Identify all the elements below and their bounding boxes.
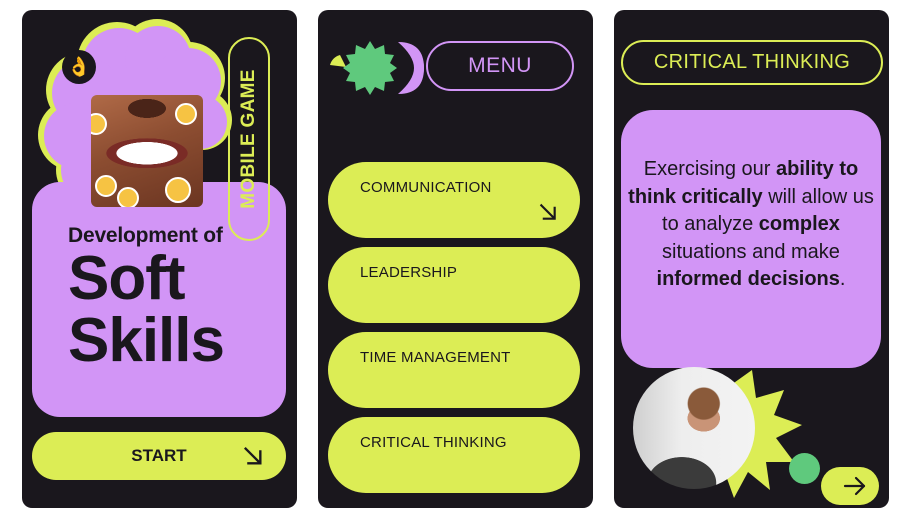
topic-title: CRITICAL THINKING	[653, 51, 851, 73]
emoji-sticker	[165, 177, 191, 203]
quote-part: situations and make	[662, 240, 840, 263]
title-line-2: Skills	[68, 306, 225, 375]
quote-text: Exercising our ability to think critical…	[621, 156, 881, 294]
menu-title: MENU	[468, 54, 532, 77]
title-line-1: Soft	[68, 244, 186, 313]
menu-item-label: LEADERSHIP	[360, 264, 458, 281]
quote-part: .	[839, 268, 846, 290]
smiling-face-photo	[91, 95, 203, 207]
menu-screen: MENU COMMUNICATION LEADERSHIP TIME MANAG…	[318, 10, 593, 508]
green-starburst-icon	[343, 41, 397, 95]
quote-emphasis: complex	[758, 213, 840, 235]
quote-emphasis: informed decisions	[656, 268, 840, 290]
emoji-sticker	[91, 113, 107, 135]
subtitle: Development of	[68, 224, 223, 247]
person-photo	[633, 367, 755, 489]
green-dot-decoration	[789, 453, 820, 484]
start-button[interactable]: START	[32, 432, 286, 480]
topic-header: CRITICAL THINKING	[621, 40, 883, 85]
ok-hand-icon: 👌	[67, 56, 91, 78]
menu-item-label: CRITICAL THINKING	[360, 434, 507, 451]
menu-item-label: TIME MANAGEMENT	[360, 349, 511, 366]
arrow-right-icon	[843, 476, 866, 496]
menu-header: MENU	[426, 41, 574, 91]
mobile-game-label: MOBILE GAME	[238, 69, 259, 209]
start-label: START	[131, 446, 187, 465]
intro-screen: 👌 MOBILE GAME Development of Soft Skills…	[22, 10, 297, 508]
page-title: Soft Skills	[68, 244, 225, 375]
quote-part: Exercising our	[643, 158, 777, 180]
menu-item-time-management[interactable]: TIME MANAGEMENT	[328, 332, 580, 408]
next-button[interactable]	[821, 467, 879, 505]
lime-wedge-icon	[330, 55, 346, 67]
emoji-sticker	[117, 187, 139, 207]
menu-item-leadership[interactable]: LEADERSHIP	[328, 247, 580, 323]
quote-card: Exercising our ability to think critical…	[621, 110, 881, 368]
ok-hand-badge: 👌	[62, 50, 96, 84]
quote-emphasis: ability to think critically	[628, 158, 859, 208]
arrow-down-right-icon	[539, 203, 556, 220]
menu-item-communication[interactable]: COMMUNICATION	[328, 162, 580, 238]
detail-screen: CRITICAL THINKING Exercising our ability…	[614, 10, 889, 508]
menu-header-decoration	[330, 41, 424, 95]
menu-item-critical-thinking[interactable]: CRITICAL THINKING	[328, 417, 580, 493]
quote-part: will allow us to analyze	[662, 185, 874, 236]
emoji-sticker	[175, 103, 197, 125]
mobile-game-tag	[228, 37, 270, 241]
emoji-sticker	[95, 175, 117, 197]
menu-item-label: COMMUNICATION	[360, 179, 492, 196]
arrow-down-right-icon	[243, 446, 262, 465]
